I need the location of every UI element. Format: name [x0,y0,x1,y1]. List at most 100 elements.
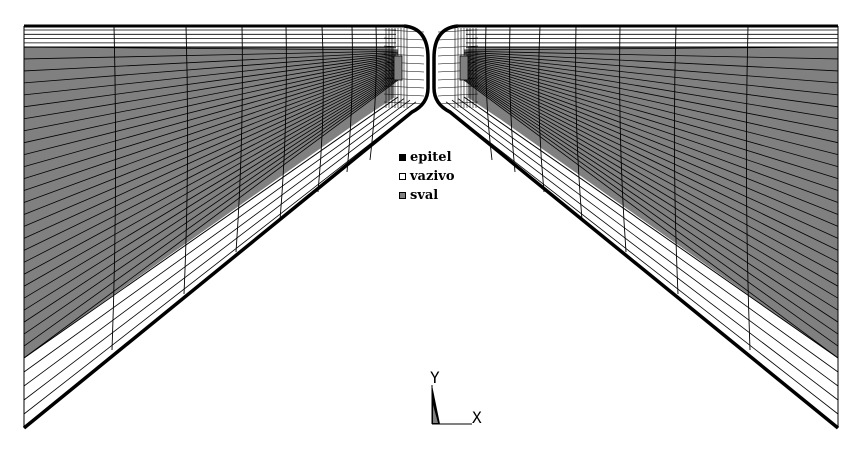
x-axis-label: X [472,408,482,427]
mesh-radial-line [463,58,839,144]
mesh-tip-line [437,69,479,73]
coordinate-triad [431,385,472,425]
mesh-radial-line [23,53,399,84]
mesh-radial-line [23,64,399,203]
mesh-radial-line [463,64,839,203]
mesh-radial-line [463,62,839,179]
mesh-radial-line [463,68,839,239]
mesh-radial-line [23,66,399,227]
legend-swatch-sval [399,192,406,199]
epithelium-outer-edge [22,24,430,430]
mesh-radial-line [463,72,839,287]
mesh-radial-line [463,77,839,335]
mesh-radial-line [23,68,399,239]
mesh-tissue-line [457,98,839,373]
mesh-vertical-line [317,25,324,193]
legend-item-vazivo: vazivo [399,167,455,186]
mesh-radial-line [23,57,399,132]
mesh-tissue-line [23,99,411,387]
mesh-radial-line [23,51,399,72]
mesh-radial-line [463,70,839,263]
mesh-radial-line [23,71,399,275]
legend-item-epitel: epitel [399,148,455,167]
mesh-radial-line [23,76,399,323]
mesh-tissue-line [23,98,405,373]
mesh-vertical-line [538,25,545,193]
top-tissue-band [24,26,394,47]
mesh-tip-line [383,53,425,57]
mesh-radial-line [23,63,399,191]
mesh-radial-line [23,50,399,60]
mesh-tip-line [383,85,425,89]
left-tissue-section [22,24,430,430]
mesh-radial-line [463,73,839,299]
mesh-radial-line [463,55,839,108]
mesh-radial-line [23,56,399,120]
mesh-vertical-line [346,25,353,173]
mesh-radial-line [23,69,399,251]
mesh-radial-line [463,56,839,120]
top-tissue-band [468,26,838,47]
mesh-tip-line [437,45,479,49]
mesh-radial-line [463,57,839,132]
right-tissue-section [432,24,840,430]
mesh-tissue-line [23,101,417,401]
mesh-radial-line [23,79,399,359]
mesh-radial-line [463,54,839,96]
muscle-boundary-line [23,96,399,359]
mesh-tissue-line [23,103,423,415]
mesh-tip-line [383,93,425,97]
mesh-radial-line [463,61,839,168]
mesh-tip-line [383,77,425,81]
legend-swatch-vazivo [399,173,406,180]
mesh-vertical-line [235,25,243,253]
mesh-radial-line [23,72,399,287]
mesh-tip-line [437,37,479,41]
mesh-vertical-line [575,25,583,221]
mesh-radial-line [23,61,399,168]
mesh-radial-line [463,50,839,60]
mesh-tip-line [437,93,479,97]
mesh-radial-line [23,54,399,96]
legend-label-vazivo: vazivo [410,169,455,184]
mesh-radial-line [463,76,839,323]
mesh-vertical-line [279,25,287,221]
mesh-tip-line [383,37,425,41]
mesh-tip-line [383,45,425,49]
mesh-radial-line [463,63,839,191]
mesh-tip-line [437,85,479,89]
mesh-radial-line [463,51,839,72]
mesh-radial-line [23,70,399,263]
legend-swatch-epitel [399,154,406,161]
mesh-radial-line [23,62,399,179]
mesh-radial-line [463,69,839,251]
mesh-radial-line [23,59,399,156]
tip-core [393,55,403,81]
mesh-radial-line [23,77,399,335]
legend-label-epitel: epitel [410,150,452,165]
mesh-tip-line [437,77,479,81]
mesh-tissue-line [451,99,839,387]
mesh-vertical-line [673,25,679,295]
mesh-radial-line [463,65,839,215]
mesh-radial-line [23,73,399,299]
mesh-tip-line [437,53,479,57]
mesh-radial-line [463,79,839,359]
mesh-radial-line [23,65,399,215]
mesh-tip-line [383,69,425,73]
legend-item-sval: sval [399,186,455,205]
mesh-vertical-line [745,25,751,351]
tip-core [459,55,469,81]
mesh-radial-line [463,53,839,84]
mesh-radial-line [463,75,839,311]
mesh-radial-line [463,78,839,347]
mesh-radial-line [463,71,839,275]
y-axis-label: Y [430,368,440,387]
mesh-vertical-line [183,25,189,295]
mesh-vertical-line [619,25,627,253]
mesh-radial-line [23,55,399,108]
mesh-radial-line [463,66,839,227]
mesh-tissue-line [445,101,839,401]
